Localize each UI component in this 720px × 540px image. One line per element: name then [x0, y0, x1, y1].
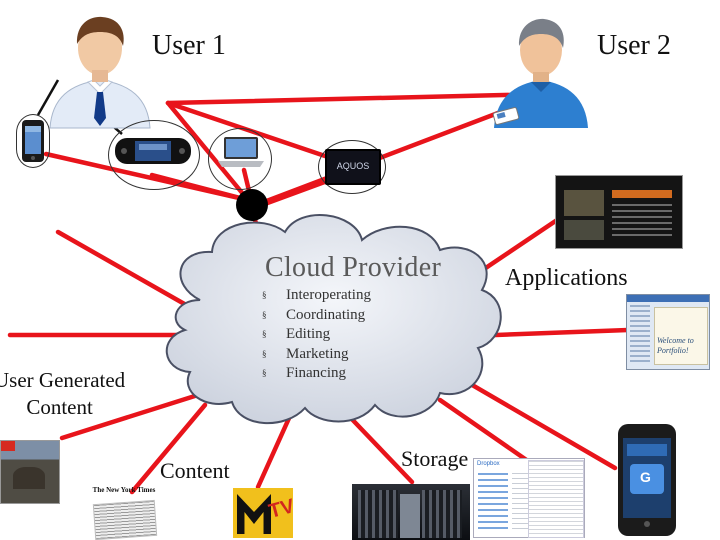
newspaper-image: The New York Times — [88, 482, 160, 540]
link-cloud-to-ugc-photo — [59, 392, 201, 441]
newspaper-body — [92, 499, 158, 540]
bullet-icon: § — [262, 329, 267, 339]
app-text-lines — [612, 204, 672, 240]
window-titlebar — [627, 295, 709, 302]
tv-icon: AQUOS — [325, 149, 381, 185]
service-label: Interoperating — [286, 287, 371, 304]
network-hub — [236, 189, 268, 221]
portfolio-subtitle: Portfolio! — [657, 346, 689, 355]
user2-label: User 2 — [597, 30, 671, 61]
storage-label: Storage — [401, 446, 469, 471]
service-item: § Financing — [262, 364, 371, 384]
service-item: § Interoperating — [262, 286, 371, 306]
portfolio-title: Welcome to — [657, 336, 694, 345]
user1-label: User 1 — [152, 30, 226, 61]
service-label: Coordinating — [286, 306, 366, 323]
service-label: Editing — [286, 326, 331, 343]
newspaper-masthead: The New York Times — [92, 486, 156, 494]
link-user1-to-user2 — [165, 91, 551, 106]
link-cloud-to-newspaper — [129, 402, 208, 495]
service-item: § Editing — [262, 325, 371, 345]
app-thumb — [564, 190, 604, 216]
server-room-photo — [352, 484, 470, 540]
app-banner — [612, 190, 672, 198]
app-thumb — [564, 220, 604, 240]
laptop-icon — [218, 137, 264, 167]
server-rack — [358, 490, 398, 538]
bullet-icon: § — [262, 309, 267, 320]
storage-brand: Dropbox — [477, 461, 500, 467]
photo-subject — [13, 467, 45, 489]
cloud-provider-title: Cloud Provider — [265, 252, 442, 283]
ugc-label-line2: Content — [26, 395, 93, 419]
cloud-service-list: § Interoperating § Coordinating § Editing §… — [262, 286, 371, 384]
mtv-m-mark — [237, 494, 271, 534]
android-phone-icon — [618, 424, 676, 536]
link-tv-to-hub — [259, 177, 333, 208]
mtv-logo: TV — [233, 488, 297, 538]
link-cloud-to-mtv — [255, 413, 293, 490]
service-item: § Coordinating — [262, 306, 371, 326]
cable-user1-to-phone — [36, 79, 60, 116]
link-cloud-to-storage — [343, 410, 415, 485]
bullet-icon: § — [262, 368, 267, 378]
bullet-icon: § — [262, 290, 267, 300]
device-circle-console — [108, 120, 200, 190]
document-list-screenshot — [528, 460, 584, 538]
window-sidebar — [630, 305, 650, 365]
service-label: Financing — [286, 365, 346, 382]
applications-label: Applications — [505, 265, 628, 291]
link-cloud-to-ugc-upper — [55, 229, 198, 313]
bullet-icon: § — [262, 348, 267, 359]
service-label: Marketing — [286, 345, 349, 362]
phone-badge: G — [640, 469, 651, 485]
device-circle-tv — [318, 140, 386, 194]
mtv-tv-mark: TV — [266, 495, 297, 523]
video-badge — [1, 441, 15, 451]
server-rack — [422, 490, 462, 538]
applications-screenshot — [555, 175, 683, 249]
device-circle-phone — [16, 114, 50, 168]
tv-brand: AQUOS — [336, 161, 370, 171]
ugc-video-thumbnail — [0, 440, 60, 504]
cloud-shape — [165, 214, 502, 425]
user-generated-content-label: User Generated Content — [0, 367, 125, 421]
content-label: Content — [160, 458, 230, 483]
handheld-console-icon — [115, 138, 191, 164]
smartphone-icon — [22, 120, 44, 162]
user1-avatar — [49, 16, 151, 129]
device-circle-laptop — [208, 128, 272, 190]
service-item: § Marketing — [262, 345, 371, 365]
link-cloud-to-phone — [452, 372, 618, 471]
server-aisle — [400, 494, 420, 538]
portfolio-card: Welcome to Portfolio! — [654, 307, 708, 365]
storage-folder-list — [478, 473, 508, 533]
ugc-label-line1: User Generated — [0, 368, 126, 392]
user2-avatar — [492, 18, 588, 128]
link-cloud-to-documents — [437, 397, 541, 471]
app-window-screenshot: Welcome to Portfolio! — [626, 294, 710, 370]
